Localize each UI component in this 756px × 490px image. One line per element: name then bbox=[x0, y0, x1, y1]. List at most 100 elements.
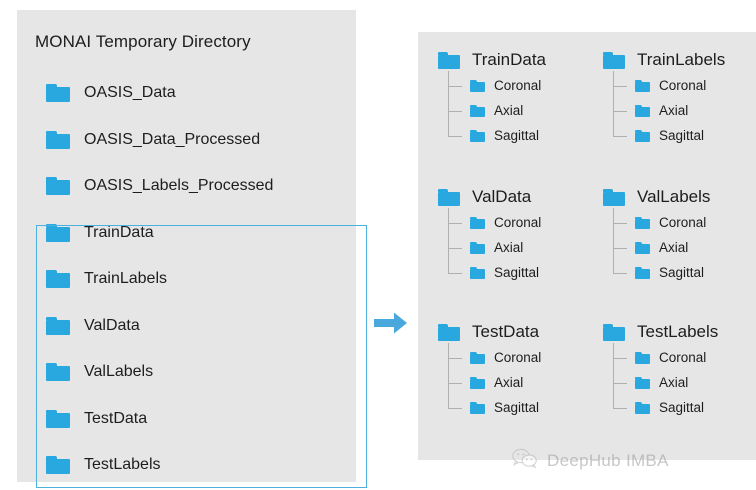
tree-branch-connector bbox=[448, 222, 462, 224]
tree-child-label: Axial bbox=[494, 375, 524, 390]
tree-branch-connector bbox=[448, 135, 462, 137]
list-item[interactable]: OASIS_Data bbox=[46, 80, 176, 106]
tree-child-label: Coronal bbox=[659, 350, 707, 365]
list-item[interactable]: TestLabels bbox=[46, 452, 161, 478]
tree-child-label: Coronal bbox=[494, 78, 542, 93]
folder-icon bbox=[470, 376, 485, 389]
tree-child-item[interactable]: Sagittal bbox=[613, 123, 725, 148]
tree-child-item[interactable]: Axial bbox=[448, 98, 546, 123]
tree-branch-connector bbox=[448, 407, 462, 409]
tree-child-item[interactable]: Axial bbox=[448, 235, 541, 260]
tree-child-item[interactable]: Coronal bbox=[613, 73, 725, 98]
list-item[interactable]: TestData bbox=[46, 406, 147, 432]
tree-child-item[interactable]: Sagittal bbox=[613, 260, 710, 285]
tree-branch-connector bbox=[613, 110, 627, 112]
tree-child-item[interactable]: Axial bbox=[448, 370, 541, 395]
tree-group-label: TestData bbox=[472, 322, 540, 341]
list-item-label: OASIS_Data_Processed bbox=[84, 130, 261, 148]
tree-child-label: Coronal bbox=[659, 215, 707, 230]
tree-branch-connector bbox=[448, 357, 462, 359]
folder-icon bbox=[46, 130, 70, 149]
tree-vertical-connector bbox=[613, 343, 615, 408]
tree-group-header[interactable]: ValLabels bbox=[603, 187, 710, 207]
tree-group-header[interactable]: TestData bbox=[438, 322, 541, 342]
tree-group-header[interactable]: ValData bbox=[438, 187, 541, 207]
list-item[interactable]: OASIS_Labels_Processed bbox=[46, 173, 273, 199]
tree-child-label: Coronal bbox=[494, 215, 542, 230]
tree-child-item[interactable]: Coronal bbox=[448, 210, 542, 235]
folder-icon bbox=[470, 401, 485, 414]
list-item-label: TrainData bbox=[84, 223, 154, 241]
tree-child-label: Sagittal bbox=[659, 265, 705, 280]
list-item[interactable]: ValData bbox=[46, 313, 140, 339]
tree-child-label: Axial bbox=[659, 103, 689, 118]
list-item[interactable]: TrainLabels bbox=[46, 266, 167, 292]
tree-child-item[interactable]: Axial bbox=[613, 235, 710, 260]
tree-child-item[interactable]: Sagittal bbox=[448, 395, 541, 420]
tree-group-label: ValData bbox=[472, 187, 532, 206]
folder-icon bbox=[46, 316, 70, 335]
folder-icon bbox=[438, 323, 460, 341]
tree-child-item[interactable]: Coronal bbox=[448, 345, 542, 370]
list-item-label: TestLabels bbox=[84, 456, 161, 473]
tree-branch-connector bbox=[613, 357, 627, 359]
folder-icon bbox=[438, 51, 460, 69]
folder-icon bbox=[46, 270, 70, 288]
folder-icon bbox=[470, 241, 485, 254]
list-item-label: TestData bbox=[84, 409, 148, 427]
tree-vertical-connector bbox=[448, 208, 450, 273]
list-item-label: OASIS_Labels_Processed bbox=[84, 177, 274, 194]
tree-child-item[interactable]: Axial bbox=[613, 98, 725, 123]
tree-child-item[interactable]: Coronal bbox=[613, 210, 710, 235]
tree-branch-connector bbox=[613, 85, 627, 87]
folder-icon bbox=[470, 351, 485, 364]
tree-child-item[interactable]: Coronal bbox=[613, 345, 718, 370]
tree-child-label: Sagittal bbox=[494, 265, 540, 280]
folder-icon bbox=[635, 104, 650, 117]
folder-icon bbox=[46, 456, 70, 474]
tree-branch-connector bbox=[448, 247, 462, 249]
tree-branch-connector bbox=[613, 222, 627, 224]
folder-icon bbox=[603, 323, 625, 341]
list-item[interactable]: ValLabels bbox=[46, 359, 153, 385]
folder-icon bbox=[635, 401, 650, 414]
tree-group-label: TrainData bbox=[472, 50, 547, 69]
tree-child-label: Sagittal bbox=[494, 128, 540, 143]
folder-icon bbox=[470, 216, 485, 229]
tree-child-label: Sagittal bbox=[659, 128, 705, 143]
tree-branch-connector bbox=[448, 382, 462, 384]
tree-child-item[interactable]: Axial bbox=[613, 370, 718, 395]
tree-group-header[interactable]: TrainData bbox=[438, 50, 546, 70]
tree-group-header[interactable]: TestLabels bbox=[603, 322, 718, 342]
tree-branch-connector bbox=[613, 247, 627, 249]
arrow-right-icon bbox=[374, 310, 408, 336]
tree-child-item[interactable]: Sagittal bbox=[448, 123, 546, 148]
tree-child-item[interactable]: Sagittal bbox=[613, 395, 718, 420]
folder-icon bbox=[635, 216, 650, 229]
folder-icon bbox=[635, 241, 650, 254]
tree-child-label: Coronal bbox=[494, 350, 542, 365]
tree-vertical-connector bbox=[448, 343, 450, 408]
list-item[interactable]: OASIS_Data_Processed bbox=[46, 127, 260, 153]
list-item-label: OASIS_Data bbox=[84, 84, 176, 101]
list-item-label: ValData bbox=[84, 316, 140, 334]
tree-child-item[interactable]: Coronal bbox=[448, 73, 546, 98]
tree-branch-connector bbox=[613, 135, 627, 137]
tree-group-header[interactable]: TrainLabels bbox=[603, 50, 725, 70]
tree-child-item[interactable]: Sagittal bbox=[448, 260, 541, 285]
tree-child-label: Axial bbox=[494, 103, 524, 118]
folder-icon bbox=[603, 51, 625, 69]
folder-icon bbox=[635, 351, 650, 364]
